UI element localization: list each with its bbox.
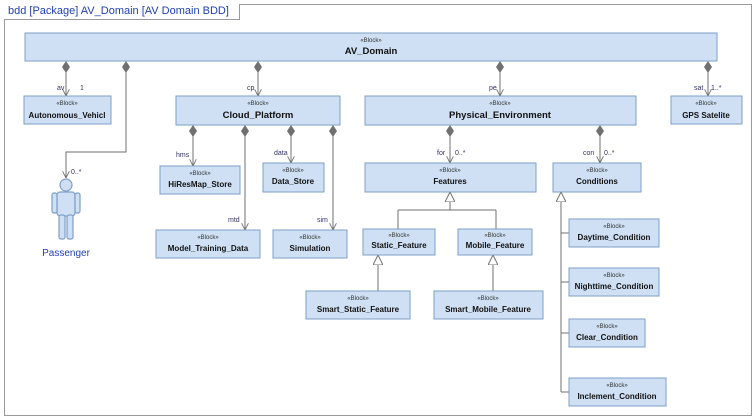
- block-name: Features: [433, 177, 467, 186]
- generalization-features[interactable]: [397, 192, 497, 229]
- block-nighttime-condition[interactable]: «Block» Nighttime_Condition: [568, 267, 660, 297]
- block-autonomous-vehicle[interactable]: «Block» Autonomous_Vehicl: [23, 95, 112, 125]
- diagram-frame-title: bdd [Package] AV_Domain [AV Domain BDD]: [4, 4, 240, 20]
- block-model-training-data[interactable]: «Block» Model_Training_Data: [155, 229, 261, 259]
- role-av: av: [57, 85, 65, 92]
- block-stereotype: «Block»: [477, 296, 499, 302]
- block-name: Smart_Static_Feature: [317, 305, 400, 314]
- mult-av: 1: [80, 85, 84, 92]
- block-name: Smart_Mobile_Feature: [445, 305, 531, 314]
- block-stereotype: «Block»: [347, 296, 369, 302]
- block-name: Conditions: [576, 177, 618, 186]
- block-stereotype: «Block»: [360, 38, 382, 44]
- diagram-frame: [4, 4, 752, 416]
- block-data-store[interactable]: «Block» Data_Store: [262, 162, 325, 193]
- block-name: Data_Store: [272, 177, 315, 186]
- block-name: AV_Domain: [345, 46, 398, 57]
- block-name: Physical_Environment: [449, 110, 552, 121]
- block-smart-mobile-feature[interactable]: «Block» Smart_Mobile_Feature: [433, 290, 544, 320]
- block-name: Daytime_Condition: [578, 233, 651, 242]
- block-stereotype: «Block»: [603, 273, 625, 279]
- block-simulation[interactable]: «Block» Simulation: [272, 229, 348, 259]
- block-stereotype: «Block»: [247, 101, 269, 107]
- block-stereotype: «Block»: [197, 235, 219, 241]
- role-sat: sat: [694, 85, 703, 92]
- role-sim: sim: [317, 217, 328, 224]
- role-con: con: [583, 150, 594, 157]
- block-stereotype: «Block»: [606, 383, 628, 389]
- mult-for: 0..*: [455, 150, 466, 157]
- block-stereotype: «Block»: [189, 171, 211, 177]
- generalization-conditions[interactable]: [561, 192, 569, 393]
- role-hms: hms: [176, 152, 190, 159]
- role-data: data: [274, 150, 288, 157]
- block-stereotype: «Block»: [586, 168, 608, 174]
- role-for: for: [437, 150, 446, 157]
- block-name: Nighttime_Condition: [575, 282, 654, 291]
- block-name: GPS Satelite: [682, 111, 730, 120]
- block-features[interactable]: «Block» Features: [364, 162, 537, 193]
- block-stereotype: «Block»: [489, 101, 511, 107]
- mult-sat: 1..*: [711, 85, 722, 92]
- actor-name: Passenger: [42, 248, 90, 259]
- block-clear-condition[interactable]: «Block» Clear_Condition: [568, 318, 646, 348]
- block-inclement-condition[interactable]: «Block» Inclement_Condition: [568, 377, 667, 407]
- role-mtd: mtd: [228, 217, 240, 224]
- mult-con: 0..*: [604, 150, 615, 157]
- block-stereotype: «Block»: [56, 101, 78, 107]
- block-stereotype: «Block»: [695, 101, 717, 107]
- block-name: Model_Training_Data: [168, 244, 249, 253]
- role-pe: pe: [489, 85, 497, 92]
- block-stereotype: «Block»: [388, 233, 410, 239]
- block-stereotype: «Block»: [596, 324, 618, 330]
- block-stereotype: «Block»: [484, 233, 506, 239]
- block-hiresmap-store[interactable]: «Block» HiResMap_Store: [159, 165, 241, 195]
- block-name: Mobile_Feature: [466, 241, 525, 250]
- mult-passenger: 0..*: [71, 169, 82, 176]
- block-cloud-platform[interactable]: «Block» Cloud_Platform: [175, 95, 341, 126]
- block-name: HiResMap_Store: [168, 180, 232, 189]
- block-daytime-condition[interactable]: «Block» Daytime_Condition: [568, 218, 660, 248]
- block-stereotype: «Block»: [439, 168, 461, 174]
- block-name: Cloud_Platform: [223, 110, 294, 121]
- block-static-feature[interactable]: «Block» Static_Feature: [362, 228, 436, 256]
- block-av-domain[interactable]: «Block» AV_Domain: [24, 32, 718, 62]
- block-conditions[interactable]: «Block» Conditions: [552, 162, 642, 193]
- stick-figure-icon: [51, 178, 81, 240]
- block-stereotype: «Block»: [282, 168, 304, 174]
- block-name: Simulation: [290, 244, 331, 253]
- block-name: Autonomous_Vehicl: [29, 111, 106, 120]
- block-stereotype: «Block»: [299, 235, 321, 241]
- block-gps-satellite[interactable]: «Block» GPS Satelite: [670, 95, 743, 125]
- connector-passenger[interactable]: [66, 61, 126, 178]
- block-physical-environment[interactable]: «Block» Physical_Environment: [364, 95, 637, 126]
- block-mobile-feature[interactable]: «Block» Mobile_Feature: [457, 228, 533, 256]
- block-stereotype: «Block»: [603, 224, 625, 230]
- block-smart-static-feature[interactable]: «Block» Smart_Static_Feature: [305, 290, 411, 320]
- role-cp: cp: [247, 85, 255, 92]
- actor-passenger[interactable]: Passenger: [42, 178, 91, 259]
- block-name: Inclement_Condition: [577, 392, 656, 401]
- block-name: Static_Feature: [371, 241, 427, 250]
- block-name: Clear_Condition: [576, 333, 638, 342]
